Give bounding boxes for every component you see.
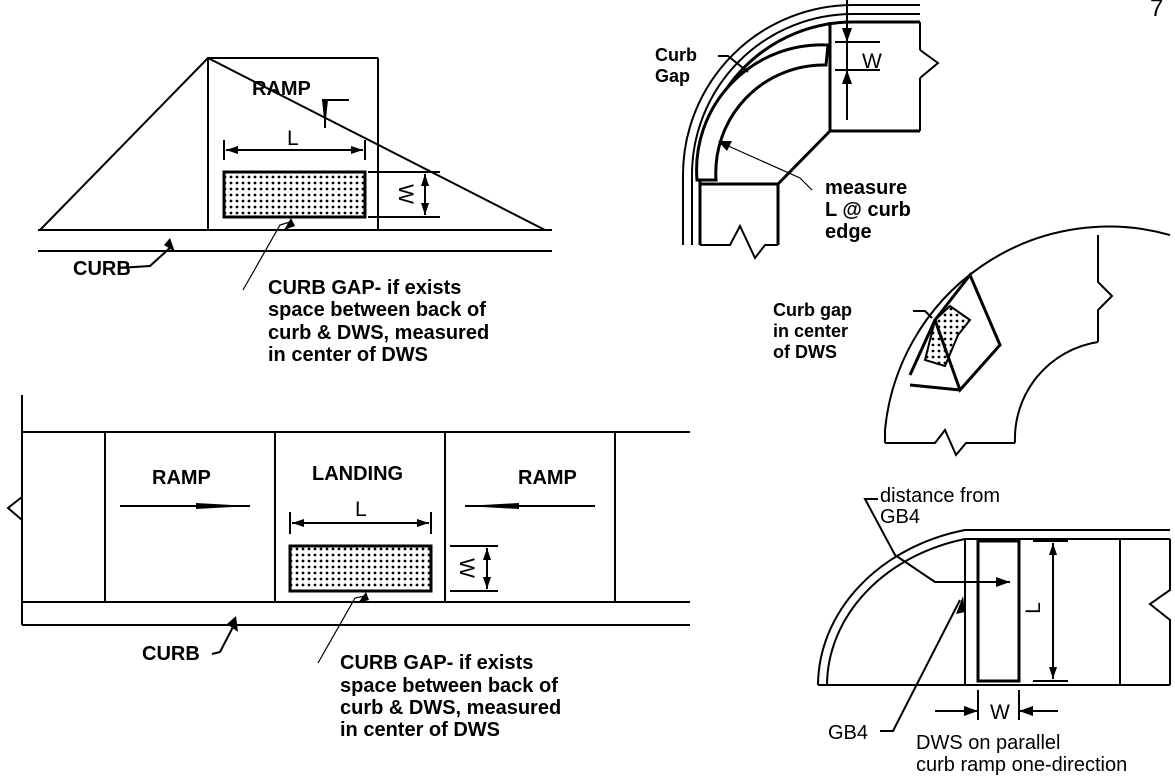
bottom-right-ramp-label: RAMP <box>518 467 577 489</box>
top-left-note-line: curb & DWS, measured <box>268 322 489 344</box>
bottom-left-note-line: in center of DWS <box>340 719 500 741</box>
top-left-curb-label: CURB <box>73 258 131 280</box>
top-left-ramp-label: RAMP <box>252 78 311 100</box>
bottom-left-note-line: CURB GAP- if exists <box>340 652 533 674</box>
bottom-right-caption-line: DWS on parallel <box>916 732 1061 754</box>
top-right-measure-line: measure <box>825 177 907 199</box>
parallel-dws <box>976 539 1021 683</box>
top-right-width-label: W <box>862 50 882 73</box>
bottom-right-length-label: L <box>1022 602 1045 614</box>
top-right-measure-line: edge <box>825 221 872 243</box>
curved-dws <box>695 43 830 182</box>
bottom-left-note-line: space between back of <box>340 675 558 697</box>
bottom-right-width-label: W <box>990 701 1010 724</box>
bottom-left-width-label: W <box>455 558 478 578</box>
bottom-right-parallel-diagram <box>817 498 1171 732</box>
top-right-curb-gap-line: Curb <box>655 45 697 65</box>
detectable-warning-surface <box>222 170 367 219</box>
top-right-measure-line: L @ curb <box>825 199 911 221</box>
bottom-right-distance-line: distance from <box>880 485 1000 507</box>
dws-dotted-area <box>923 304 972 368</box>
top-right-corner-diagram <box>682 0 940 260</box>
bottom-right-caption-line: curb ramp one-direction <box>916 754 1127 776</box>
top-left-ramp-diagram <box>38 56 552 291</box>
top-left-length-label: L <box>287 127 299 150</box>
top-left-note-line: CURB GAP- if exists <box>268 277 461 299</box>
middle-right-curb-gap-line: of DWS <box>773 342 837 362</box>
middle-right-corner-diagram <box>884 225 1171 457</box>
top-right-curb-gap-line: Gap <box>655 66 690 86</box>
middle-right-curb-gap-line: Curb gap <box>773 300 852 320</box>
ramp-right-arrow <box>196 503 250 509</box>
top-left-width-label: W <box>394 184 417 204</box>
bottom-left-note-line: curb & DWS, measured <box>340 697 561 719</box>
middle-right-curb-gap-line: in center <box>773 321 848 341</box>
bottom-left-landing-label: LANDING <box>312 463 403 485</box>
page-number: 7 <box>1150 0 1163 22</box>
bottom-left-curb-label: CURB <box>142 643 200 665</box>
detectable-warning-surface <box>288 544 433 593</box>
bottom-left-length-label: L <box>355 498 367 521</box>
top-left-note-line: in center of DWS <box>268 344 428 366</box>
bottom-left-ramp-label: RAMP <box>152 467 211 489</box>
ramp-left-arrow <box>465 503 519 509</box>
bottom-right-distance-line: GB4 <box>880 506 920 528</box>
bottom-right-gb4-label: GB4 <box>828 722 868 744</box>
top-left-note-line: space between back of <box>268 299 486 321</box>
bottom-left-ramp-diagram <box>6 395 690 664</box>
